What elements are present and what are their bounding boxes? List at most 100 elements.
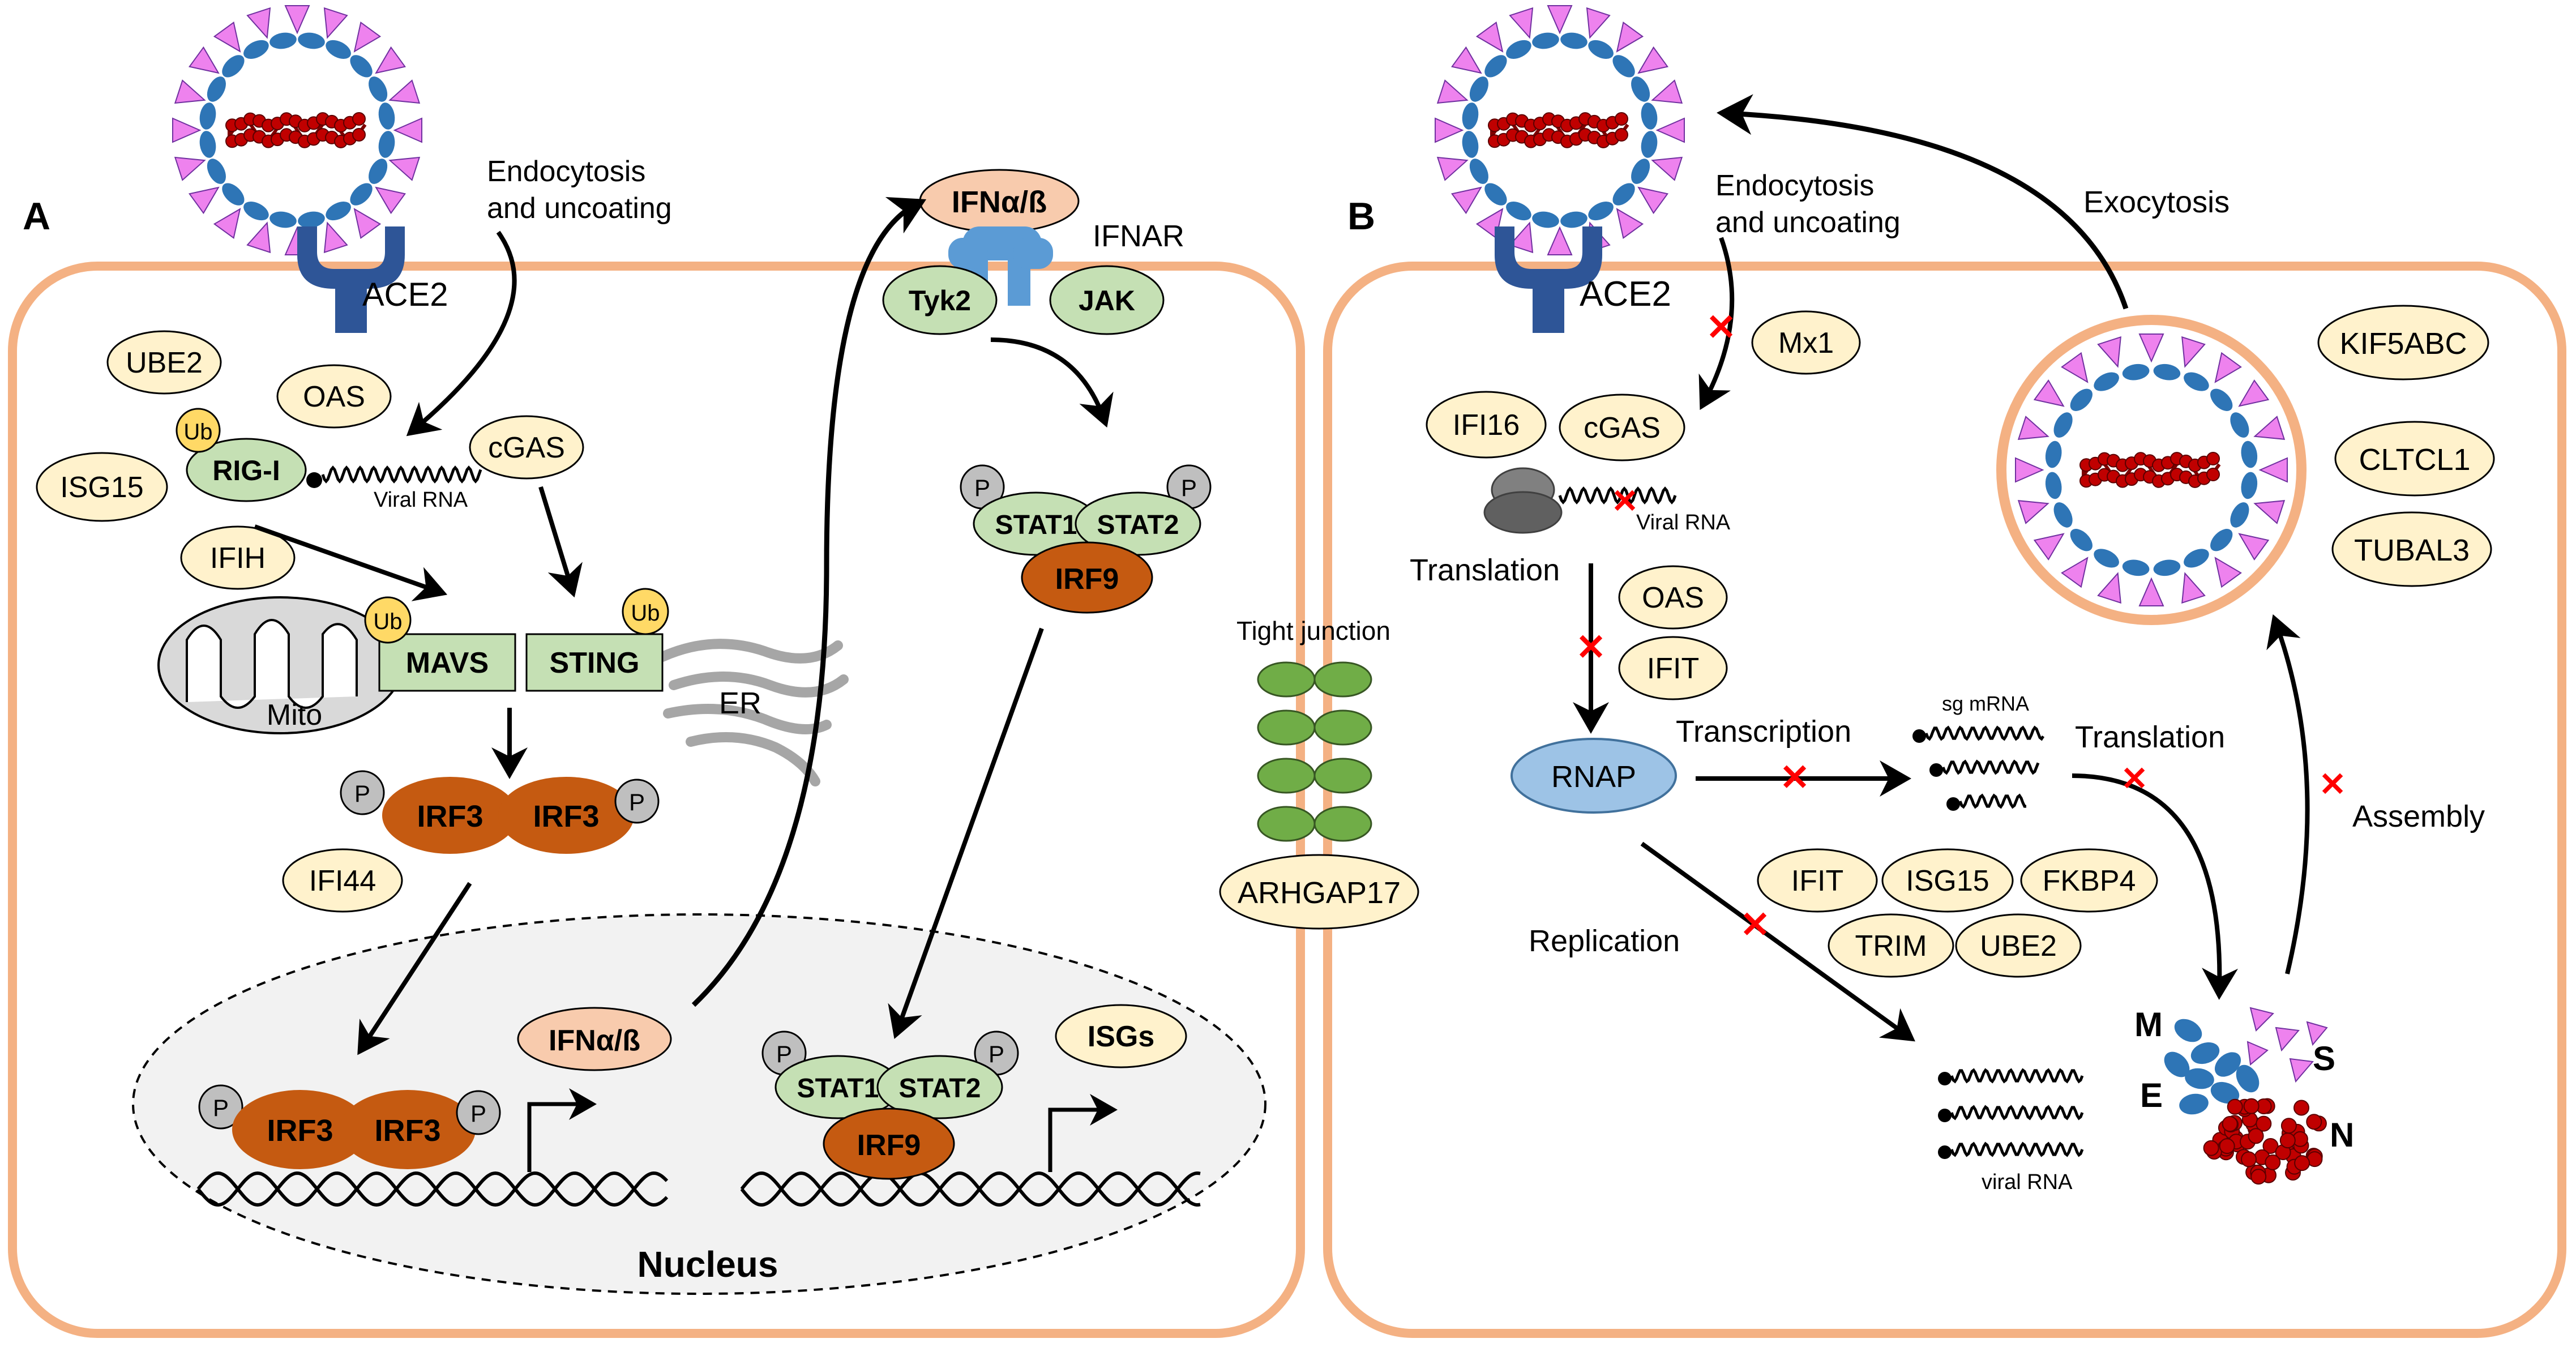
membrane-protein xyxy=(1560,211,1587,228)
mx1-node xyxy=(1751,310,1861,375)
dna-helix-1a xyxy=(196,1171,669,1207)
cgas-label-a: cGAS xyxy=(488,431,565,464)
membrane-protein xyxy=(350,55,373,78)
membrane-protein xyxy=(326,40,351,59)
isgf3-nucleus: P P STAT1 STAT2 IRF9 xyxy=(761,1030,1019,1180)
ifn-secretion-arrow xyxy=(691,197,927,1007)
viral-rna-b xyxy=(1558,486,1677,504)
spike-protein xyxy=(2017,500,2049,524)
cell-a-membrane xyxy=(8,262,1305,1338)
rnap-label: RNAP xyxy=(1551,760,1636,794)
ifit-label-b: IFIT xyxy=(1647,652,1699,685)
membrane-protein xyxy=(2094,372,2119,391)
spike-protein xyxy=(1655,117,1685,143)
membrane-protein xyxy=(1484,55,1507,78)
endocytosis-arrow-a xyxy=(406,230,517,437)
irf3-label-c2: IRF3 xyxy=(533,799,599,833)
membrane-protein xyxy=(2070,388,2093,411)
isgf3-translocation-arrow xyxy=(888,627,1044,1040)
spike-protein xyxy=(353,21,382,53)
membrane-protein xyxy=(326,202,351,221)
membrane-protein xyxy=(298,32,325,49)
n-protein-cluster xyxy=(2203,1098,2327,1185)
spike-protein xyxy=(353,208,382,240)
membrane-protein xyxy=(2070,529,2093,551)
membrane-protein xyxy=(207,76,226,102)
isgs-label: ISGs xyxy=(1088,1020,1155,1053)
spike-protein xyxy=(1509,221,1534,254)
spike-protein xyxy=(2033,379,2065,407)
arhgap17-label: ARHGAP17 xyxy=(1238,876,1401,910)
n-protein-bead xyxy=(2262,1138,2279,1154)
ifit-label-b2: IFIT xyxy=(1791,865,1843,897)
irf3-dimer-nucleus: P IRF3 IRF3 P xyxy=(198,1084,501,1169)
spike-protein xyxy=(1637,186,1669,215)
n-protein-bead xyxy=(2294,1155,2310,1171)
exocytosis-label: Exocytosis xyxy=(2083,185,2230,219)
tubal3-node xyxy=(2331,511,2492,587)
exocytosis-arrow xyxy=(1717,94,2129,310)
rnap-node xyxy=(1510,738,1677,814)
virion-b-assembled xyxy=(2015,333,2288,606)
sgmrna-cap-1 xyxy=(1912,729,1926,743)
ifn-secreted-label: IFNα/ß xyxy=(952,185,1047,219)
irf3-label-n2: IRF3 xyxy=(374,1114,440,1148)
spike-protein xyxy=(2258,457,2288,483)
membrane-protein xyxy=(2053,502,2073,528)
membrane-protein xyxy=(1484,183,1507,206)
isg15-label-a: ISG15 xyxy=(60,471,143,504)
spike-protein xyxy=(2138,333,2164,363)
m-protein-label: M xyxy=(2134,1006,2163,1044)
sgmrna-strand-3 xyxy=(1958,793,2026,809)
n-protein-bead xyxy=(2248,1128,2264,1144)
n-protein-bead xyxy=(2256,1115,2272,1132)
e-protein-label: E xyxy=(2140,1076,2163,1114)
spike-protein xyxy=(174,79,206,104)
n-protein-bead xyxy=(2227,1098,2243,1115)
ub-mavs xyxy=(364,596,412,644)
nucleus xyxy=(132,913,1266,1295)
membrane-protein xyxy=(1612,183,1635,206)
spike-protein xyxy=(2238,533,2270,561)
virion-b-entering xyxy=(1435,5,1685,255)
membrane-protein xyxy=(269,32,297,49)
membrane-protein xyxy=(1506,202,1531,221)
block-x-endocytosis: ✕ xyxy=(1706,307,1736,348)
spike-protein xyxy=(1651,156,1683,181)
ifi16-node xyxy=(1426,391,1547,459)
spike-protein xyxy=(393,117,422,143)
block-x-viral-rna: ✕ xyxy=(1611,483,1639,520)
spike-protein xyxy=(2097,336,2121,368)
membrane-protein xyxy=(2153,364,2181,380)
n-protein-bead xyxy=(2280,1118,2297,1134)
membrane-protein xyxy=(369,159,388,184)
ifn-gene-label: IFNα/ß xyxy=(549,1024,640,1057)
membrane-protein xyxy=(2153,559,2181,576)
membrane-protein xyxy=(2241,441,2258,468)
isgf3-cytoplasm: P P STAT1 STAT2 IRF9 xyxy=(960,464,1212,614)
arhgap17-node xyxy=(1219,854,1419,930)
membrane-protein xyxy=(378,131,395,158)
sting-label: STING xyxy=(550,647,640,679)
spike-protein xyxy=(2061,352,2089,383)
viral-rna-cap-2 xyxy=(1938,1109,1952,1122)
ifi44-node xyxy=(282,848,403,913)
ifi44-label: IFI44 xyxy=(309,865,376,897)
spike-protein xyxy=(2033,533,2065,561)
jak-node xyxy=(1049,265,1165,335)
spike-protein xyxy=(2017,416,2049,440)
transcription-label: Transcription xyxy=(1676,715,1851,749)
spike-protein xyxy=(1435,117,1464,143)
viral-rna-strand-2 xyxy=(1950,1105,2084,1121)
viral-rna-cap-1 xyxy=(1938,1072,1952,1085)
membrane-protein xyxy=(1641,102,1658,130)
ub-rigi-label: Ub xyxy=(183,420,212,444)
dna-helix-2a xyxy=(740,1171,1201,1207)
tyk2-label: Tyk2 xyxy=(909,285,971,317)
ifnar-label: IFNAR xyxy=(1093,219,1184,253)
mavs-label: MAVS xyxy=(406,647,489,679)
endocytosis-label-a-line2: and uncoating xyxy=(487,192,672,225)
p-stat2-c: P xyxy=(1181,474,1197,501)
nucleocapsid-bead xyxy=(1615,128,1628,142)
spike-protein xyxy=(1547,226,1573,255)
